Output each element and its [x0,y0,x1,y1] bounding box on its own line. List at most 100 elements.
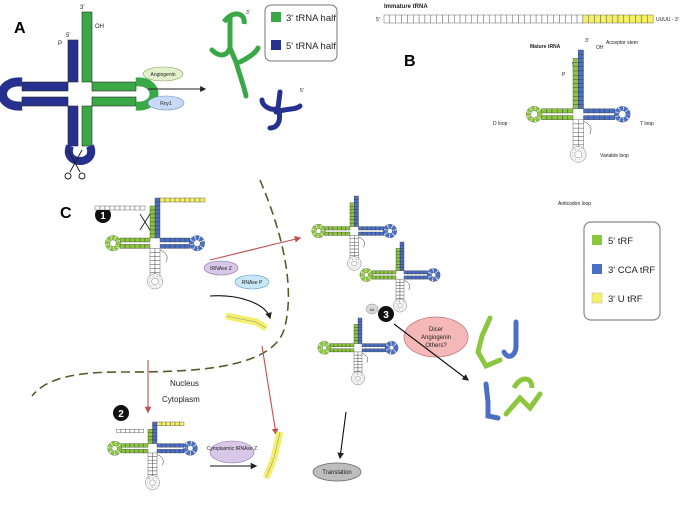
d-arm-cell [337,226,342,231]
b-t-loop: T loop [640,121,654,127]
c-scissors-icon [139,213,151,231]
enzyme-rny1-label: Rny1 [160,101,172,107]
acceptor-3prime-cell [399,261,405,265]
acceptor-3prime-cell [354,212,359,217]
t-arm-cell [358,226,363,231]
t-arm-cell [365,343,371,347]
a-t-loop [135,77,159,111]
d-arm-cell [379,275,385,280]
d-loop [526,106,543,123]
t-arm-cell [366,231,372,236]
immature-cell [448,14,455,24]
acceptor-3prime-cell [578,66,584,72]
scissors-icon [64,149,86,180]
immature-cell [465,14,472,24]
a-t-arm-bottom [91,96,137,107]
t-arm-cell [588,115,595,120]
panel-b: B Immature tRNA 5' UUUU - 3' Mature tRNA… [376,4,679,207]
acceptor-3prime-cell [357,333,363,338]
acceptor-5prime-cell [572,87,579,93]
panel-a: A 3' OH [0,4,338,180]
c-trf-fragments [475,315,543,421]
anticodon-stem-cell [357,351,363,356]
anticodon-stem-cell [152,463,158,468]
t-arm-cell [174,237,181,243]
a-label-3prime: 3' [80,5,84,11]
leader-cell [99,205,106,211]
trailer-cell [194,197,201,203]
t-loop [183,441,198,456]
acceptor-3prime-cell [354,199,359,203]
a-label-oh: OH [95,24,104,30]
d-arm-cell [125,443,131,448]
leader-cell [124,205,131,211]
anticodon-stem-cell [149,248,156,253]
acceptor-3prime-cell [578,104,584,109]
d-loop [311,224,326,238]
acceptor-3prime-cell [152,439,158,444]
anticodon-stem-cell [149,252,156,257]
anticodon-stem-cell [399,285,405,289]
anticodon-stem-cell [395,278,401,283]
acceptor-3prime-cell [399,241,405,246]
enzyme-rnase-p [234,274,270,290]
t-loop [427,268,441,282]
anticodon-stem-cell [147,452,153,457]
d-arm-cell [139,237,146,243]
t-arm-cell [161,443,167,448]
panel-a-cloverleaf [0,11,159,180]
t-arm-cell [156,443,162,448]
t-arm-cell [184,244,191,249]
d-arm-cell [567,108,574,114]
acceptor-5prime-cell [349,223,355,227]
d-arm-cell [375,270,381,275]
acceptor-5prime-cell [572,66,579,72]
d-arm-cell [129,449,135,454]
t-arm-cell [604,115,610,120]
anticodon-stem-cell [399,278,405,283]
anticodon-stem-cell [572,127,579,133]
acceptor-5prime-cell [395,267,401,271]
svg-text:3: 3 [383,310,389,321]
anticodon-stem-cell [353,354,359,359]
acceptor-3prime-cell [578,100,584,105]
anticodon-stem-cell [578,119,584,125]
t-arm-cell [415,275,421,280]
immature-cell [518,14,525,24]
immature-cell [459,14,467,24]
acceptor-3prime-cell [154,209,161,215]
t-arm-cell [419,275,425,280]
acceptor-5prime-cell [149,225,156,231]
a-t-arm-top [91,81,137,92]
trailer-cell [169,197,176,203]
trailer-cell [159,197,166,203]
d-arm-cell [337,348,343,353]
acceptor-3prime-cell [578,83,584,88]
acceptor-3prime-cell [354,206,359,210]
leader-cell [129,429,135,433]
a-d-arm-top [21,81,69,92]
t-arm-cell [419,270,425,275]
immature-cell [559,14,566,24]
immature-cell [494,14,502,24]
t-arm-cell [583,115,589,120]
acceptor-5prime-cell [572,70,579,76]
leader-cell [125,429,131,433]
immature-cell [418,14,426,24]
b-mature-trna [526,49,631,163]
acceptor-3prime-cell [578,91,584,97]
anticodon-loop [147,273,163,290]
acceptor-3prime-cell [399,251,405,255]
t-loop [189,235,205,251]
anticodon-stem-cell [572,123,579,129]
anticodon-stem-cell [149,256,156,261]
immature-cell [471,14,478,24]
a-label-5prime: 5' [66,33,70,39]
anticodon-stem-cell [154,264,161,269]
immature-cell [617,14,625,24]
d-arm-cell [562,108,568,114]
c-legend-swatch-2 [591,292,603,304]
d-arm-cell [124,237,131,243]
c-legend-label-1: 3' CCA tRF [608,265,655,276]
a-released-5prime-label: 5' [300,88,304,94]
